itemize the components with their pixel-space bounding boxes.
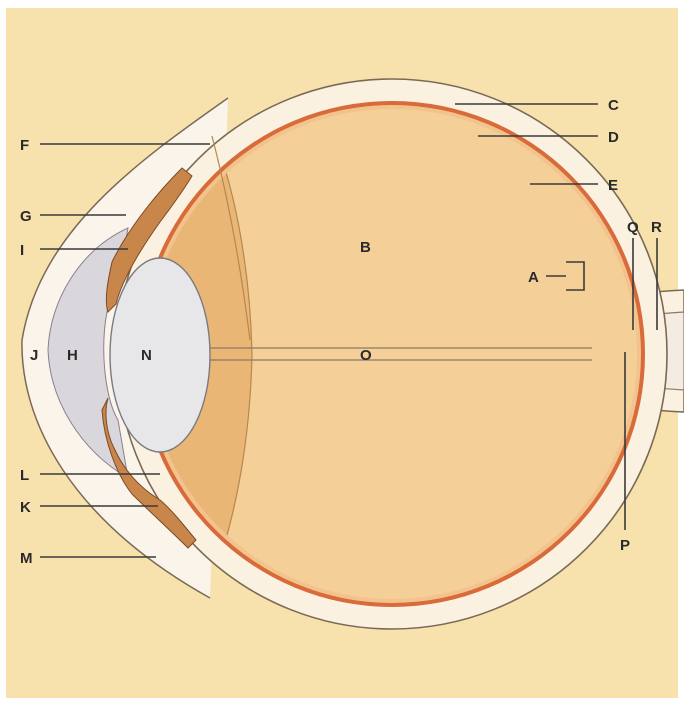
label-n: N [141, 347, 152, 364]
label-h: H [67, 347, 78, 364]
label-a: A [528, 269, 539, 286]
label-l: L [20, 467, 29, 484]
label-b: B [360, 239, 371, 256]
label-j: J [30, 347, 38, 364]
label-e: E [608, 177, 618, 194]
label-o: O [360, 347, 372, 364]
lens [110, 258, 210, 452]
label-i: I [20, 242, 24, 259]
label-k: K [20, 499, 31, 516]
label-p: P [620, 537, 630, 554]
label-m: M [20, 550, 33, 567]
label-q: Q [627, 219, 639, 236]
label-g: G [20, 208, 32, 225]
label-r: R [651, 219, 662, 236]
label-c: C [608, 97, 619, 114]
label-f: F [20, 137, 29, 154]
label-d: D [608, 129, 619, 146]
